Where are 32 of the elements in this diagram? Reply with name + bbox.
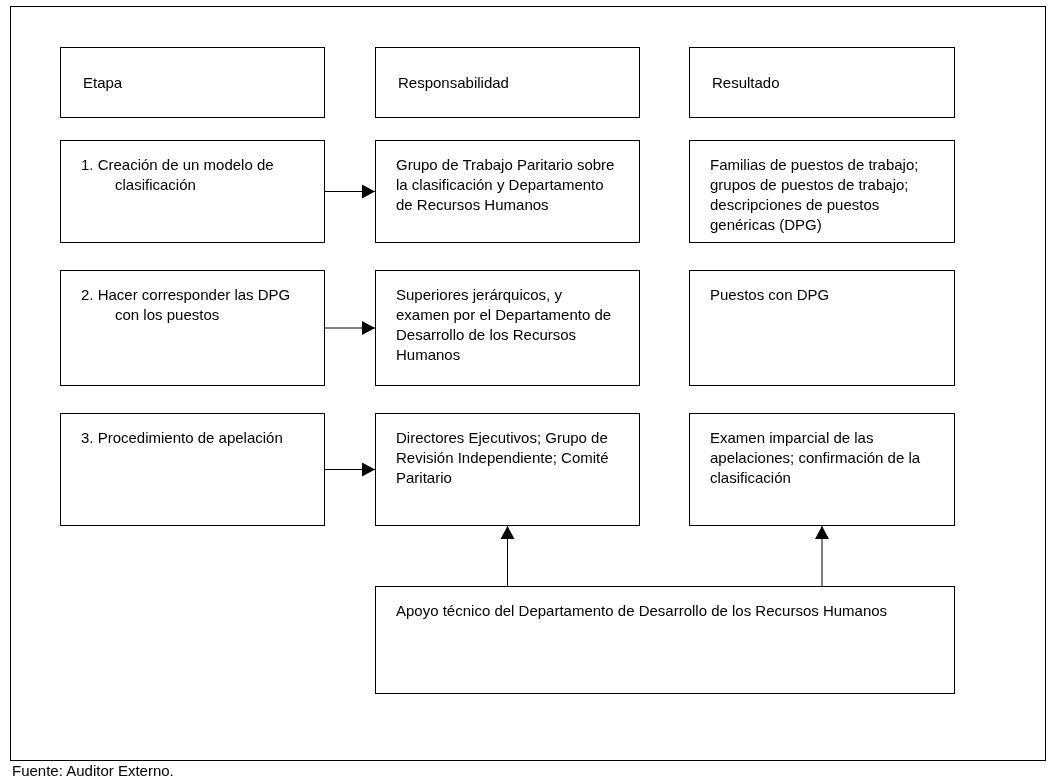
text-box xyxy=(375,413,640,526)
text-box xyxy=(375,586,955,694)
text-box xyxy=(60,140,325,243)
box-text: Examen imparcial de las apelaciones; confirmación de la clasificación xyxy=(710,428,922,488)
arrow xyxy=(324,462,376,477)
box-text: Grupo de Trabajo Paritario sobre la clasificación y Departamento de Recursos Humanos xyxy=(396,155,616,215)
text-box xyxy=(60,413,325,526)
header-box xyxy=(60,47,325,118)
text-box xyxy=(60,270,325,386)
text-box xyxy=(689,140,955,243)
arrow xyxy=(324,184,376,199)
box-text: 2. Hacer corresponder las DPG con los puestos xyxy=(81,285,292,325)
caption: Fuente: Auditor Externo. xyxy=(12,762,174,780)
arrow xyxy=(500,525,515,587)
box-text: Puestos con DPG xyxy=(710,285,831,305)
column-header: Responsabilidad xyxy=(398,72,509,93)
text-box xyxy=(375,140,640,243)
box-text: Directores Ejecutivos; Grupo de Revisión Independiente; Comité Paritario xyxy=(396,428,610,488)
column-header: Resultado xyxy=(712,72,780,93)
arrow xyxy=(324,321,376,335)
header-box xyxy=(375,47,640,118)
text-box xyxy=(689,270,955,386)
text-box xyxy=(375,270,640,386)
box-text: 3. Procedimiento de apelación xyxy=(81,428,284,448)
column-header: Etapa xyxy=(83,72,123,93)
box-text: Apoyo técnico del Departamento de Desarrollo de los Recursos Humanos xyxy=(396,601,889,621)
box-text: Familias de puestos de trabajo; grupos de puestos de trabajo; descripciones de puestos genéricas (DPG) xyxy=(710,155,920,235)
box-text: 1. Creación de un modelo de clasificación xyxy=(81,155,275,195)
header-box xyxy=(689,47,955,118)
box-text: Superiores jerárquicos, y examen por el Departamento de Desarrollo de los Recursos Humanos xyxy=(396,285,613,365)
text-box xyxy=(689,413,955,526)
arrow xyxy=(815,525,829,587)
